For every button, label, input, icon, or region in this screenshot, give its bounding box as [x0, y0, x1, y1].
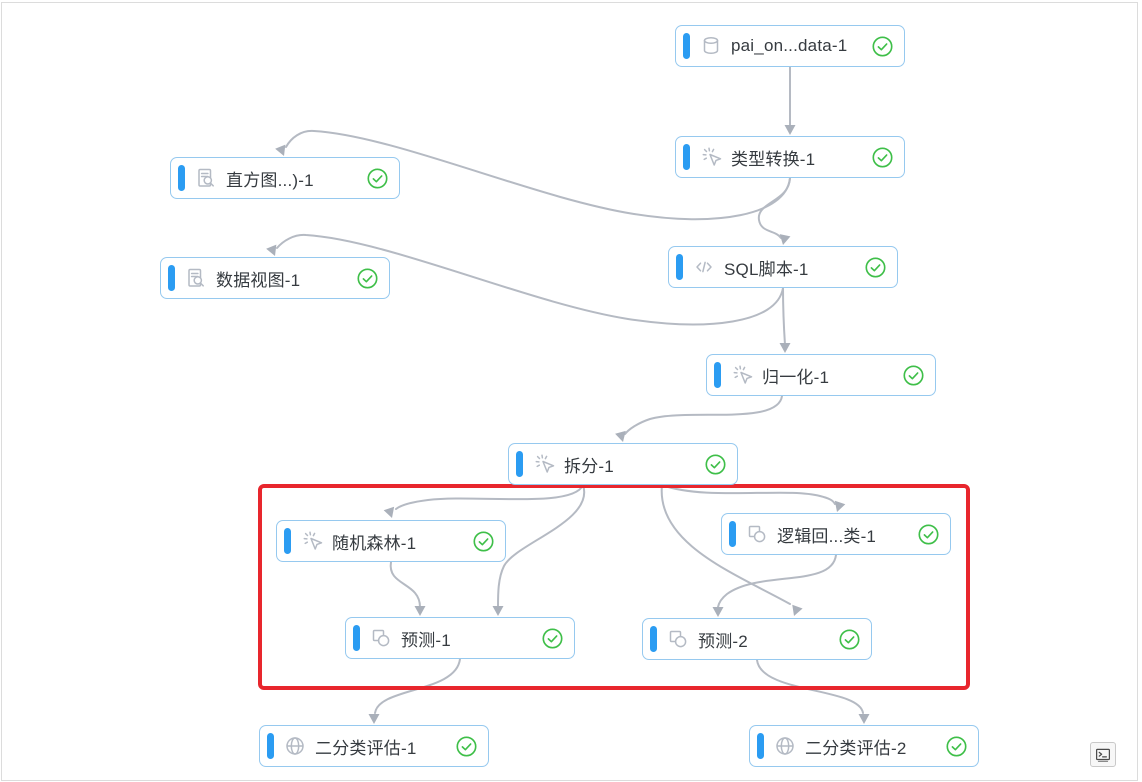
edge-split-to-random-forest: [383, 484, 584, 518]
node-accent-bar: [168, 265, 175, 291]
status-check-icon: [871, 35, 894, 58]
status-check-icon: [356, 267, 379, 290]
transform-icon: [300, 529, 324, 553]
model-icon: [666, 627, 690, 651]
node-accent-bar: [683, 144, 690, 170]
node-accent-bar: [284, 528, 291, 554]
status-check-icon: [838, 628, 861, 651]
node-label: 预测-2: [698, 631, 748, 651]
status-check-icon: [902, 364, 925, 387]
node-label: 二分类评估-1: [315, 738, 417, 758]
node-accent-bar: [516, 451, 523, 477]
transform-icon: [699, 145, 723, 169]
node-label: 拆分-1: [564, 456, 614, 476]
node-binary-eval-1[interactable]: 二分类评估-1: [259, 725, 489, 767]
edge-arrowhead: [492, 606, 504, 616]
status-check-icon: [864, 256, 887, 279]
node-data-view[interactable]: 数据视图-1: [160, 257, 390, 299]
node-accent-bar: [676, 254, 683, 280]
node-histogram[interactable]: 直方图...)-1: [170, 157, 400, 199]
node-label: 归一化-1: [762, 367, 830, 387]
database-icon: [699, 34, 723, 58]
edge-arrowhead: [779, 343, 791, 353]
globe-icon: [283, 734, 307, 758]
node-label: pai_on...data-1: [731, 36, 848, 55]
node-label: SQL脚本-1: [724, 259, 809, 279]
node-accent-bar: [683, 33, 690, 59]
terminal-button[interactable]: [1090, 742, 1116, 767]
status-check-icon: [704, 453, 727, 476]
node-accent-bar: [729, 521, 736, 547]
doc-search-icon: [184, 266, 208, 290]
transform-icon: [532, 452, 556, 476]
node-accent-bar: [353, 625, 360, 651]
status-check-icon: [871, 146, 894, 169]
node-accent-bar: [757, 733, 764, 759]
edge-arrowhead: [615, 430, 626, 442]
status-check-icon: [917, 523, 940, 546]
edge-arrowhead: [368, 714, 380, 724]
node-binary-eval-2[interactable]: 二分类评估-2: [749, 725, 979, 767]
node-sql-script[interactable]: SQL脚本-1: [668, 246, 898, 288]
edge-split-to-logistic-regression: [661, 484, 846, 512]
edge-arrowhead: [712, 607, 724, 617]
transform-icon: [730, 363, 754, 387]
edge-arrowhead: [792, 604, 803, 616]
node-type-convert[interactable]: 类型转换-1: [675, 136, 905, 178]
edge-arrowhead: [266, 244, 277, 256]
edge-type-convert-to-histogram: [275, 129, 791, 221]
model-icon: [369, 626, 393, 650]
edge-pai-data-to-type-convert: [784, 66, 796, 135]
model-icon: [745, 522, 769, 546]
status-check-icon: [945, 735, 968, 758]
node-accent-bar: [267, 733, 274, 759]
node-random-forest[interactable]: 随机森林-1: [276, 520, 506, 562]
node-accent-bar: [650, 626, 657, 652]
edge-arrowhead: [779, 234, 791, 245]
doc-search-icon: [194, 166, 218, 190]
globe-icon: [773, 734, 797, 758]
node-accent-bar: [714, 362, 721, 388]
node-label: 直方图...)-1: [226, 170, 314, 190]
status-check-icon: [472, 530, 495, 553]
node-label: 逻辑回...类-1: [777, 526, 877, 546]
edge-sql-script-to-normalize: [779, 287, 791, 353]
node-predict-1[interactable]: 预测-1: [345, 617, 575, 659]
edge-arrowhead: [275, 144, 286, 156]
node-logistic-regression[interactable]: 逻辑回...类-1: [721, 513, 951, 555]
node-pai-data[interactable]: pai_on...data-1: [675, 25, 905, 67]
status-check-icon: [455, 735, 478, 758]
edge-arrowhead: [784, 125, 796, 135]
node-accent-bar: [178, 165, 185, 191]
node-label: 数据视图-1: [216, 270, 301, 290]
node-label: 随机森林-1: [332, 533, 417, 553]
edge-split-to-predict-2: [660, 484, 803, 616]
edge-type-convert-to-sql-script: [757, 177, 791, 245]
edge-arrowhead: [858, 714, 870, 724]
edge-arrowhead: [383, 506, 395, 518]
code-icon: [692, 255, 716, 279]
status-check-icon: [541, 627, 564, 650]
node-label: 二分类评估-2: [805, 738, 907, 758]
node-split[interactable]: 拆分-1: [508, 443, 738, 485]
node-label: 预测-1: [401, 630, 451, 650]
edge-arrowhead: [414, 606, 426, 616]
edge-random-forest-to-predict-1: [389, 561, 426, 616]
edge-logistic-regression-to-predict-2: [712, 554, 837, 617]
node-label: 类型转换-1: [731, 149, 816, 169]
edge-arrowhead: [834, 500, 846, 512]
terminal-icon: [1096, 748, 1110, 762]
selection-highlight-box: [258, 484, 970, 690]
status-check-icon: [366, 167, 389, 190]
node-predict-2[interactable]: 预测-2: [642, 618, 872, 660]
node-normalize[interactable]: 归一化-1: [706, 354, 936, 396]
edge-split-to-predict-1: [492, 484, 586, 616]
edge-sql-script-to-data-view: [266, 233, 784, 326]
edge-normalize-to-split: [615, 395, 783, 442]
